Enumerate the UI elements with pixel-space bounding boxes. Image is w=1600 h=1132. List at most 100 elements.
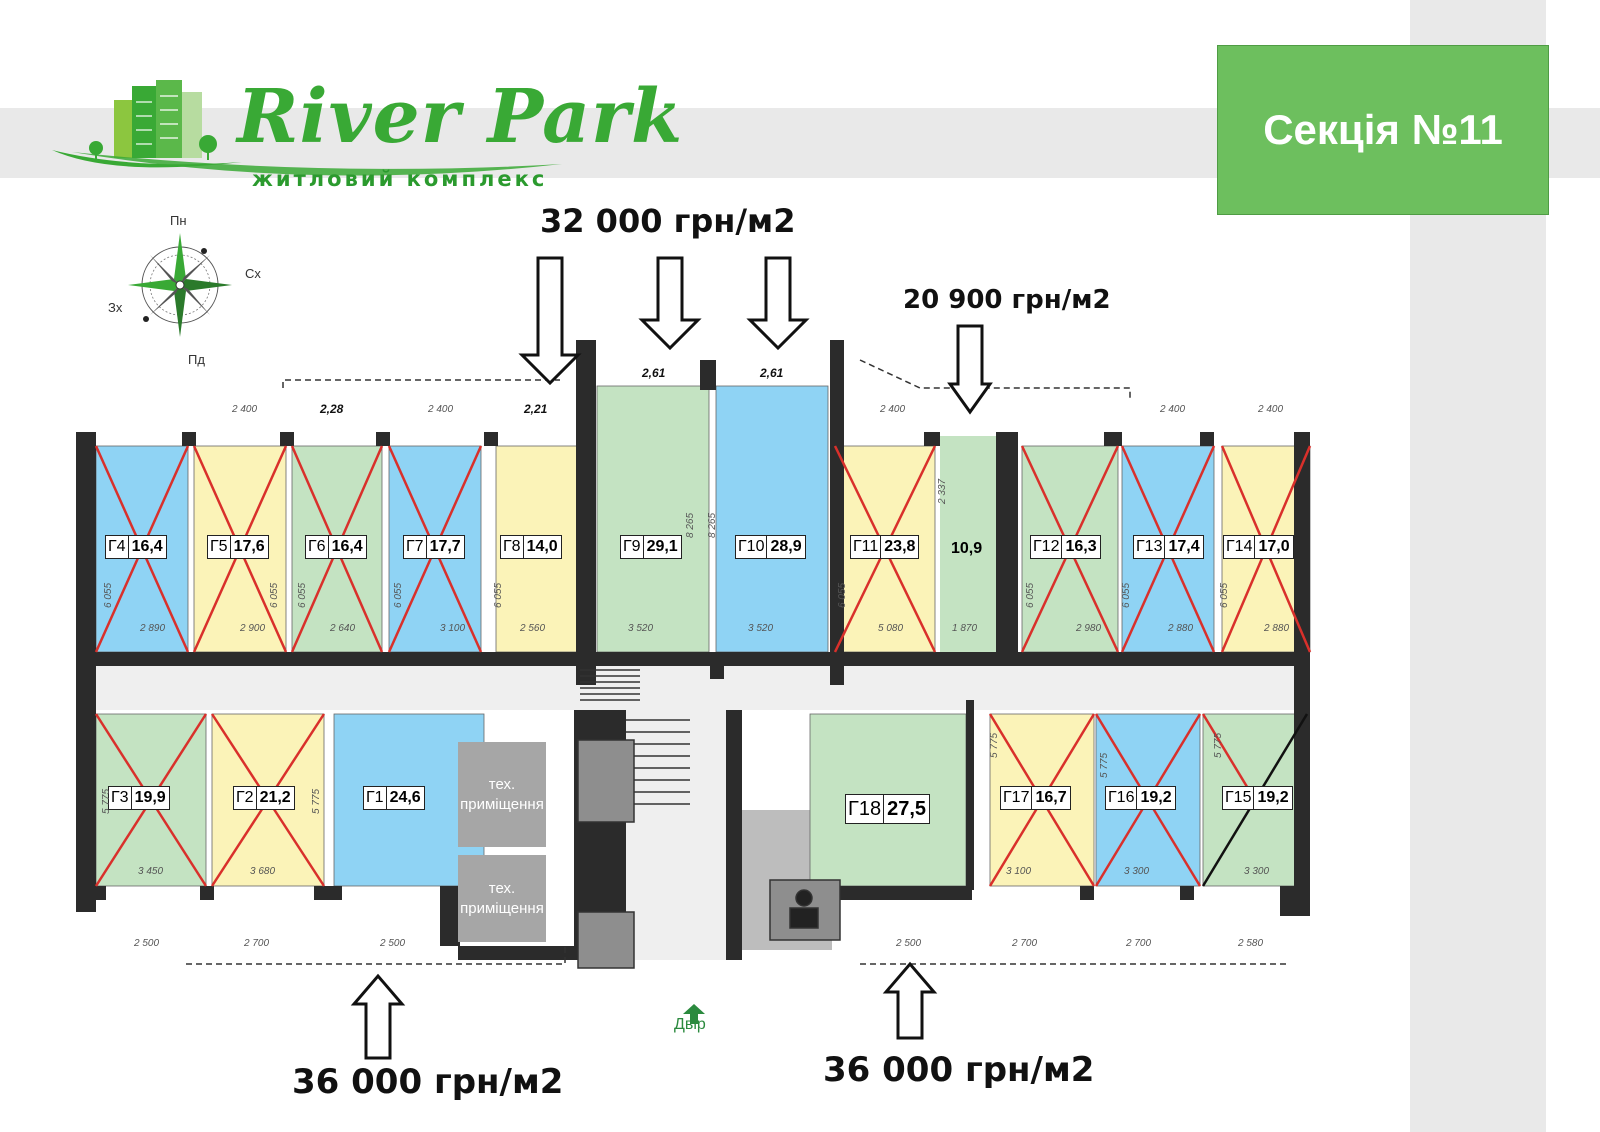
wall <box>832 886 972 900</box>
dimension-label: 5 775 <box>1213 732 1225 759</box>
unit-id: Г12 <box>1031 536 1063 558</box>
dimension-label: 2 880 <box>1264 623 1290 634</box>
dimension-label: 2,28 <box>320 402 344 416</box>
courtyard-arrow-icon <box>683 1004 705 1024</box>
dimension-label: 2 980 <box>1076 623 1102 634</box>
dimension-label: 2 400 <box>1258 404 1284 415</box>
unit-area: 24,6 <box>389 789 421 806</box>
dimension-label: 2 400 <box>232 404 258 415</box>
dimension-label: 2,61 <box>642 366 666 380</box>
unit-area: 16,4 <box>331 538 363 555</box>
elevator-large-icon <box>577 739 635 823</box>
dimension-label: 3 300 <box>1244 866 1270 877</box>
unit-id: Г11 <box>851 536 882 558</box>
unit-area: 14,0 <box>526 538 558 555</box>
price-top-storage: 20 900 грн/м2 <box>903 285 1111 315</box>
dimension-label: 2,61 <box>760 366 784 380</box>
wall <box>1294 432 1310 912</box>
unit-area: 21,2 <box>259 789 291 806</box>
unit-id: Г8 <box>501 536 524 558</box>
unit-id: Г7 <box>404 536 427 558</box>
logo-title: River Park <box>237 74 684 160</box>
price-arrow-down <box>947 324 993 415</box>
wall <box>1180 886 1194 900</box>
wall <box>830 340 844 685</box>
unit-area: 23,8 <box>884 538 916 555</box>
dimension-label: 6 055 <box>1025 582 1037 609</box>
dimension-label: 2 700 <box>1012 938 1038 949</box>
section-badge: Секція №11 <box>1217 45 1549 215</box>
dimension-label: 8 265 <box>685 512 697 539</box>
dimension-label: 5 775 <box>989 732 1001 759</box>
unit-area: 17,6 <box>233 538 265 555</box>
dimension-label: 8 265 <box>707 512 719 539</box>
price-bottom-right: 36 000 грн/м2 <box>823 1050 1095 1090</box>
logo-subtitle: житловий комплекс <box>252 167 548 191</box>
unit-area: 16,7 <box>1035 789 1067 806</box>
wall <box>458 946 574 960</box>
unit-area: 17,4 <box>1168 538 1200 555</box>
dimension-label: 6 055 <box>1219 582 1231 609</box>
wall <box>726 710 742 960</box>
wall <box>480 652 580 666</box>
wall <box>376 432 390 446</box>
dimension-label: 3 100 <box>440 623 466 634</box>
dimension-label: 2 560 <box>520 623 546 634</box>
wall <box>576 340 596 685</box>
wall <box>996 432 1018 654</box>
unit-id: Г17 <box>1001 787 1033 809</box>
dimension-label: 2,21 <box>524 402 548 416</box>
wall <box>1080 886 1094 900</box>
dimension-label: 3 520 <box>748 623 774 634</box>
compass-east: Сх <box>245 266 261 281</box>
unit-area: 17,0 <box>1258 538 1290 555</box>
dimension-label: 6 055 <box>1121 582 1133 609</box>
dimension-label: 5 775 <box>311 788 323 815</box>
logo: River Park житловий комплекс <box>52 72 682 197</box>
dimension-label: 3 100 <box>1006 866 1032 877</box>
wall <box>76 432 96 912</box>
compass-south: Пд <box>188 352 205 367</box>
wall <box>966 700 974 890</box>
unit-area: 19,2 <box>1257 789 1289 806</box>
wall <box>1104 432 1122 446</box>
dimension-label: 2 880 <box>1168 623 1194 634</box>
dimension-label: 3 520 <box>628 623 654 634</box>
unit-area: 16,3 <box>1065 538 1097 555</box>
logo-swoosh <box>72 152 562 176</box>
dimension-label: 2 400 <box>1160 404 1186 415</box>
storage-area-label: 10,9 <box>951 540 983 558</box>
wall <box>924 432 940 446</box>
dimension-label: 2 700 <box>244 938 270 949</box>
compass-icon <box>128 233 232 337</box>
dimension-label: 6 055 <box>393 582 405 609</box>
price-arrow-down <box>746 256 810 351</box>
unit-area: 16,4 <box>131 538 163 555</box>
unit-id: Г4 <box>106 536 129 558</box>
concierge-head <box>795 889 813 907</box>
unit-Г9-room <box>596 385 710 653</box>
dimension-label: 5 775 <box>1099 752 1111 779</box>
unit-id: Г14 <box>1224 536 1256 558</box>
unit-id: Г2 <box>234 787 257 809</box>
logo-buildings-icon <box>52 80 242 168</box>
unit-id: Г3 <box>109 787 132 809</box>
